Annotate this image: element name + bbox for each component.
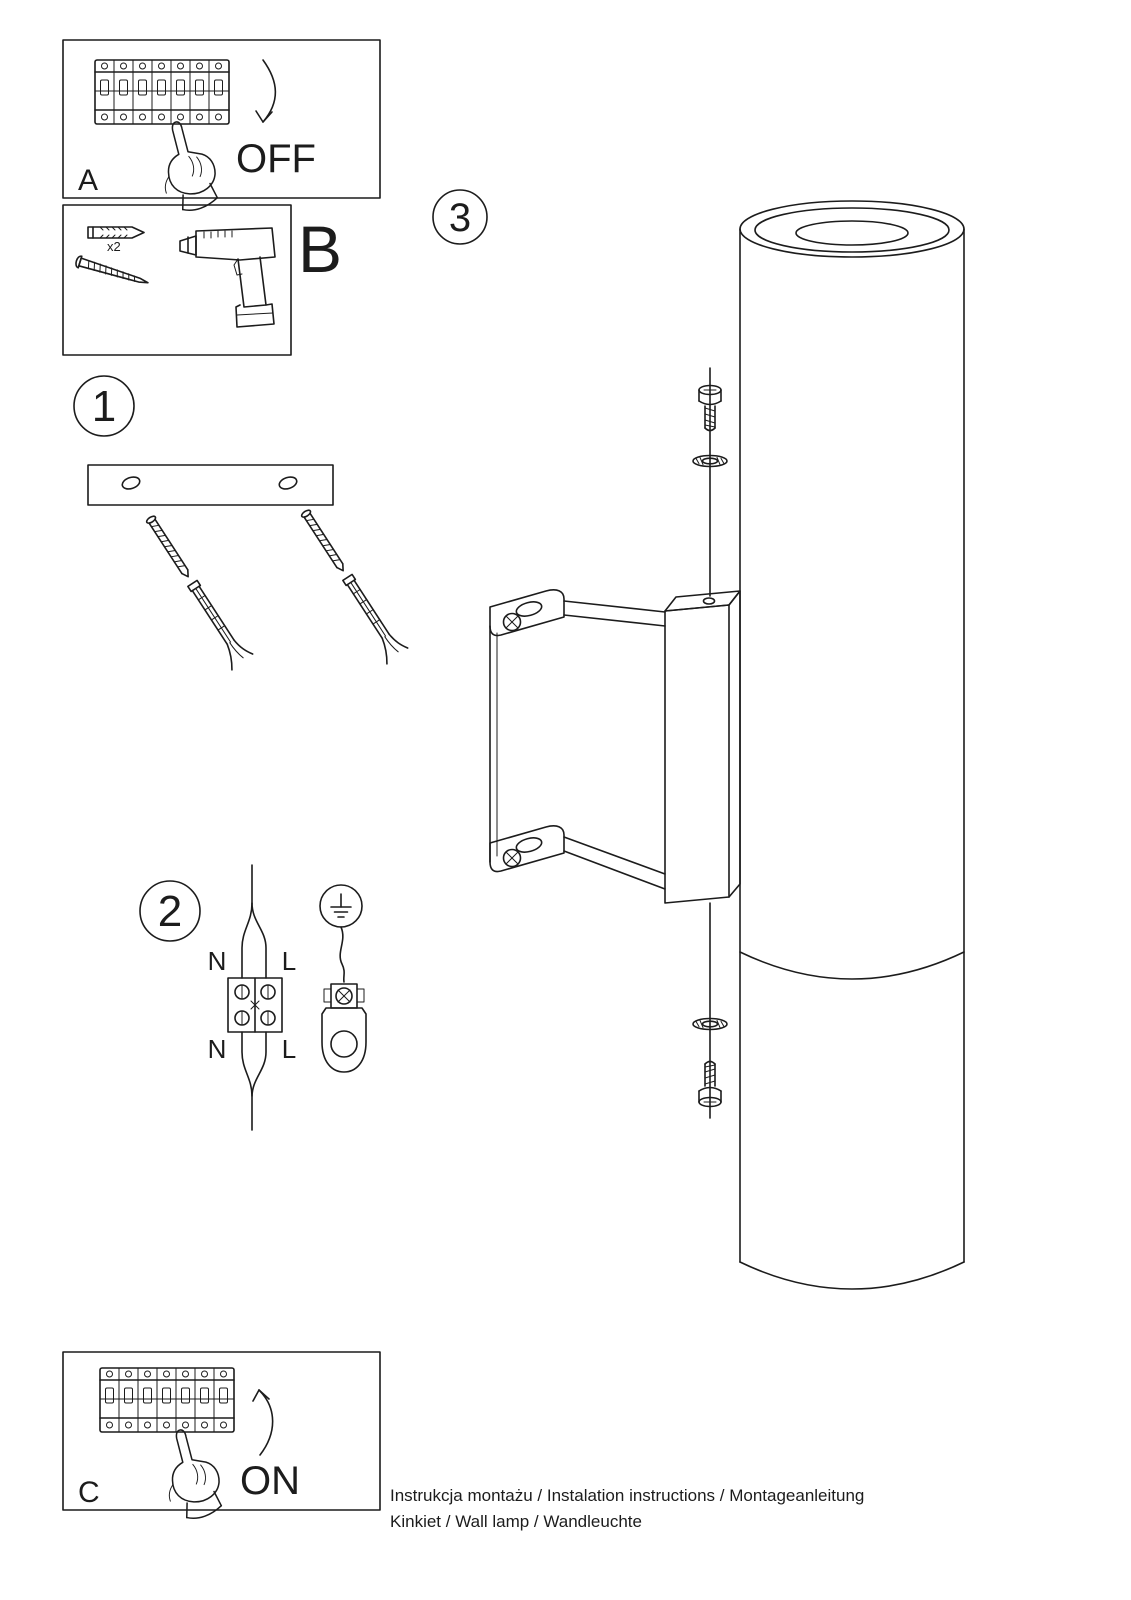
- supply-wires-top: [241, 864, 267, 979]
- panel-c: C ON: [62, 1351, 381, 1523]
- drill-icon: [179, 227, 276, 328]
- step-2-number: 2: [158, 887, 182, 936]
- panel-c-frame: [62, 1351, 381, 1511]
- step-1-number: 1: [92, 382, 116, 431]
- ground-symbol-icon: [319, 884, 363, 928]
- step-3-number: 3: [449, 196, 471, 240]
- panel-c-label: C: [78, 1476, 100, 1509]
- pointing-hand-icon-c: [157, 1424, 226, 1523]
- wire-label-l-top: L: [282, 946, 296, 976]
- footer: Instrukcja montażu / Instalation instruc…: [390, 1486, 864, 1531]
- step-2-badge: [139, 880, 201, 942]
- pointing-hand-icon: [153, 116, 222, 215]
- mounting-strip: [87, 464, 334, 506]
- step-3: 3: [432, 189, 965, 1290]
- bracket-screw-bottom: [502, 848, 522, 868]
- on-arrow-icon: [252, 1389, 274, 1456]
- panel-b-label: B: [298, 212, 342, 286]
- circuit-breaker-icon-c: [99, 1367, 235, 1433]
- panel-b: x2 B: [62, 204, 342, 356]
- screw-anchor-left: [137, 510, 255, 671]
- terminal-block: [227, 977, 283, 1033]
- on-label: ON: [240, 1459, 300, 1503]
- mounting-bracket: [489, 589, 741, 904]
- step-1: 1: [73, 375, 410, 671]
- wire-label-n-bottom: N: [208, 1034, 227, 1064]
- screw-icon: [75, 255, 149, 284]
- footer-line-1: Instrukcja montażu / Instalation instruc…: [390, 1486, 864, 1505]
- step-1-badge: [73, 375, 135, 437]
- panel-a: A OFF: [62, 39, 381, 215]
- panel-b-frame: [62, 204, 292, 356]
- ground-wire: [339, 926, 345, 983]
- panel-a-frame: [62, 39, 381, 199]
- panel-a-label: A: [78, 164, 98, 197]
- lamp-wires-bottom: [241, 1031, 267, 1131]
- anchor-quantity: x2: [107, 239, 121, 254]
- off-label: OFF: [236, 137, 316, 181]
- wire-label-l-bottom: L: [282, 1034, 296, 1064]
- circuit-breaker-icon: [94, 59, 230, 125]
- step-2: 2 N L N L: [139, 864, 367, 1131]
- wire-label-n-top: N: [208, 946, 227, 976]
- earth-terminal: [321, 983, 367, 1073]
- footer-line-2: Kinkiet / Wall lamp / Wandleuchte: [390, 1512, 642, 1531]
- bracket-screw-top: [502, 612, 522, 632]
- step-3-badge: [432, 189, 488, 245]
- wall-plug-icon: [87, 226, 145, 239]
- screw-anchor-right: [292, 504, 410, 665]
- lamp-tube: [739, 200, 965, 1290]
- off-arrow-icon: [255, 59, 277, 123]
